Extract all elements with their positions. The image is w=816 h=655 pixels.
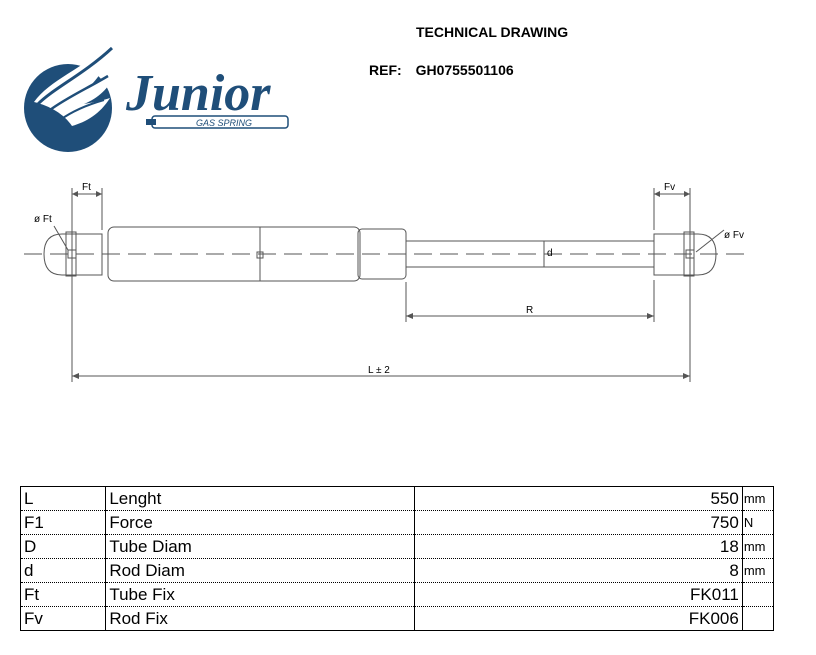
spec-unit	[741, 582, 775, 607]
spec-name: Rod Fix	[105, 606, 415, 631]
fv-dim-label: Fv	[664, 182, 675, 193]
reference: REF: GH0755501106	[369, 62, 514, 78]
spec-name: Lenght	[105, 486, 415, 511]
spec-name: Force	[105, 510, 415, 535]
spec-value: 18	[413, 534, 743, 559]
spec-code: Ft	[19, 582, 107, 607]
gas-spring-drawing: Ft Fv ø Ft ø Fv d R L ± 2	[24, 182, 745, 382]
tube-body	[107, 226, 361, 282]
ft-dim-label: Ft	[82, 182, 91, 193]
ref-label: REF:	[369, 62, 402, 78]
tagline: GAS SPRING	[196, 118, 252, 128]
tube-end-fitting	[43, 233, 103, 276]
spec-value: 750	[413, 510, 743, 535]
length-dim-label: L ± 2	[368, 365, 390, 376]
spec-unit: N	[741, 510, 775, 535]
spec-name: Rod Diam	[105, 558, 415, 583]
tagline-bar: GAS SPRING	[146, 115, 289, 129]
rod-diam-label: d	[547, 248, 553, 259]
spec-unit	[741, 606, 775, 631]
spec-code: Fv	[19, 606, 107, 631]
junior-logo: Junior GAS SPRING	[24, 40, 289, 152]
spec-code: D	[19, 534, 107, 559]
spec-code: d	[19, 558, 107, 583]
winged-emblem-icon	[24, 40, 118, 152]
spec-value: 8	[413, 558, 743, 583]
spec-code: F1	[19, 510, 107, 535]
spec-unit: mm	[741, 534, 775, 559]
spec-code: L	[19, 486, 107, 511]
fv-diam-label: ø Fv	[724, 230, 744, 241]
brand-name: Junior	[125, 65, 271, 122]
spec-value: 550	[413, 486, 743, 511]
spec-unit: mm	[741, 558, 775, 583]
ft-diam-label: ø Ft	[34, 214, 52, 225]
drawing-title: TECHNICAL DRAWING	[416, 24, 569, 40]
spec-value: FK006	[413, 606, 743, 631]
ref-value: GH0755501106	[415, 62, 514, 78]
spec-value: FK011	[413, 582, 743, 607]
spec-name: Tube Fix	[105, 582, 415, 607]
spec-name: Tube Diam	[105, 534, 415, 559]
spec-unit: mm	[741, 486, 775, 511]
r-dim-label: R	[526, 305, 533, 316]
rod-end-fitting	[653, 233, 717, 276]
